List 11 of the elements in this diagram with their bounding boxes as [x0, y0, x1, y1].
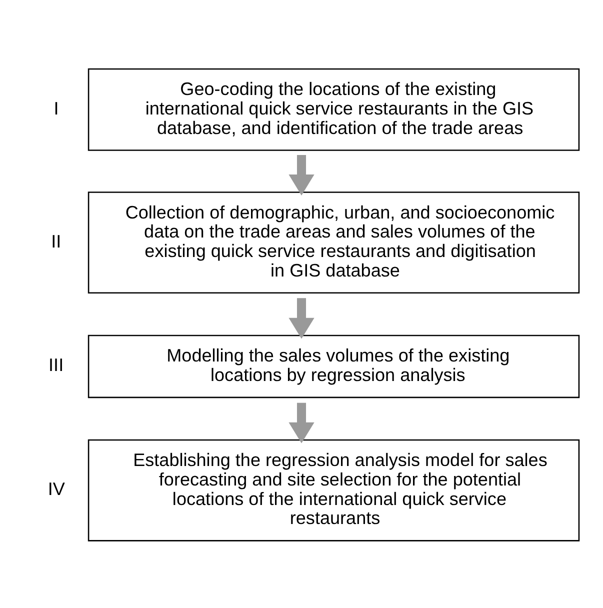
node-label: III — [48, 354, 64, 375]
node-label: I — [54, 98, 59, 118]
node-box: Geo-coding the locations of the existing international quick service restaurants in the GIS database, and identification of the trade areas — [88, 68, 580, 150]
node-box: Modelling the sales volumes of the existing locations by regression analysis — [88, 334, 580, 398]
arrow — [288, 154, 314, 195]
node-box: Establishing the regression analysis model for sales forecasting and site selection for the potential locations of the international quick service restaurants — [88, 438, 580, 541]
node-box: Collection of demographic, urban, and socioeconomic data on the trade areas and sales volumes of the existing quick service restaurants and digitisation in GIS database — [88, 191, 580, 294]
node-label: II — [51, 230, 62, 251]
node-label: IV — [48, 478, 65, 499]
arrow — [288, 402, 314, 443]
arrow — [288, 298, 314, 338]
